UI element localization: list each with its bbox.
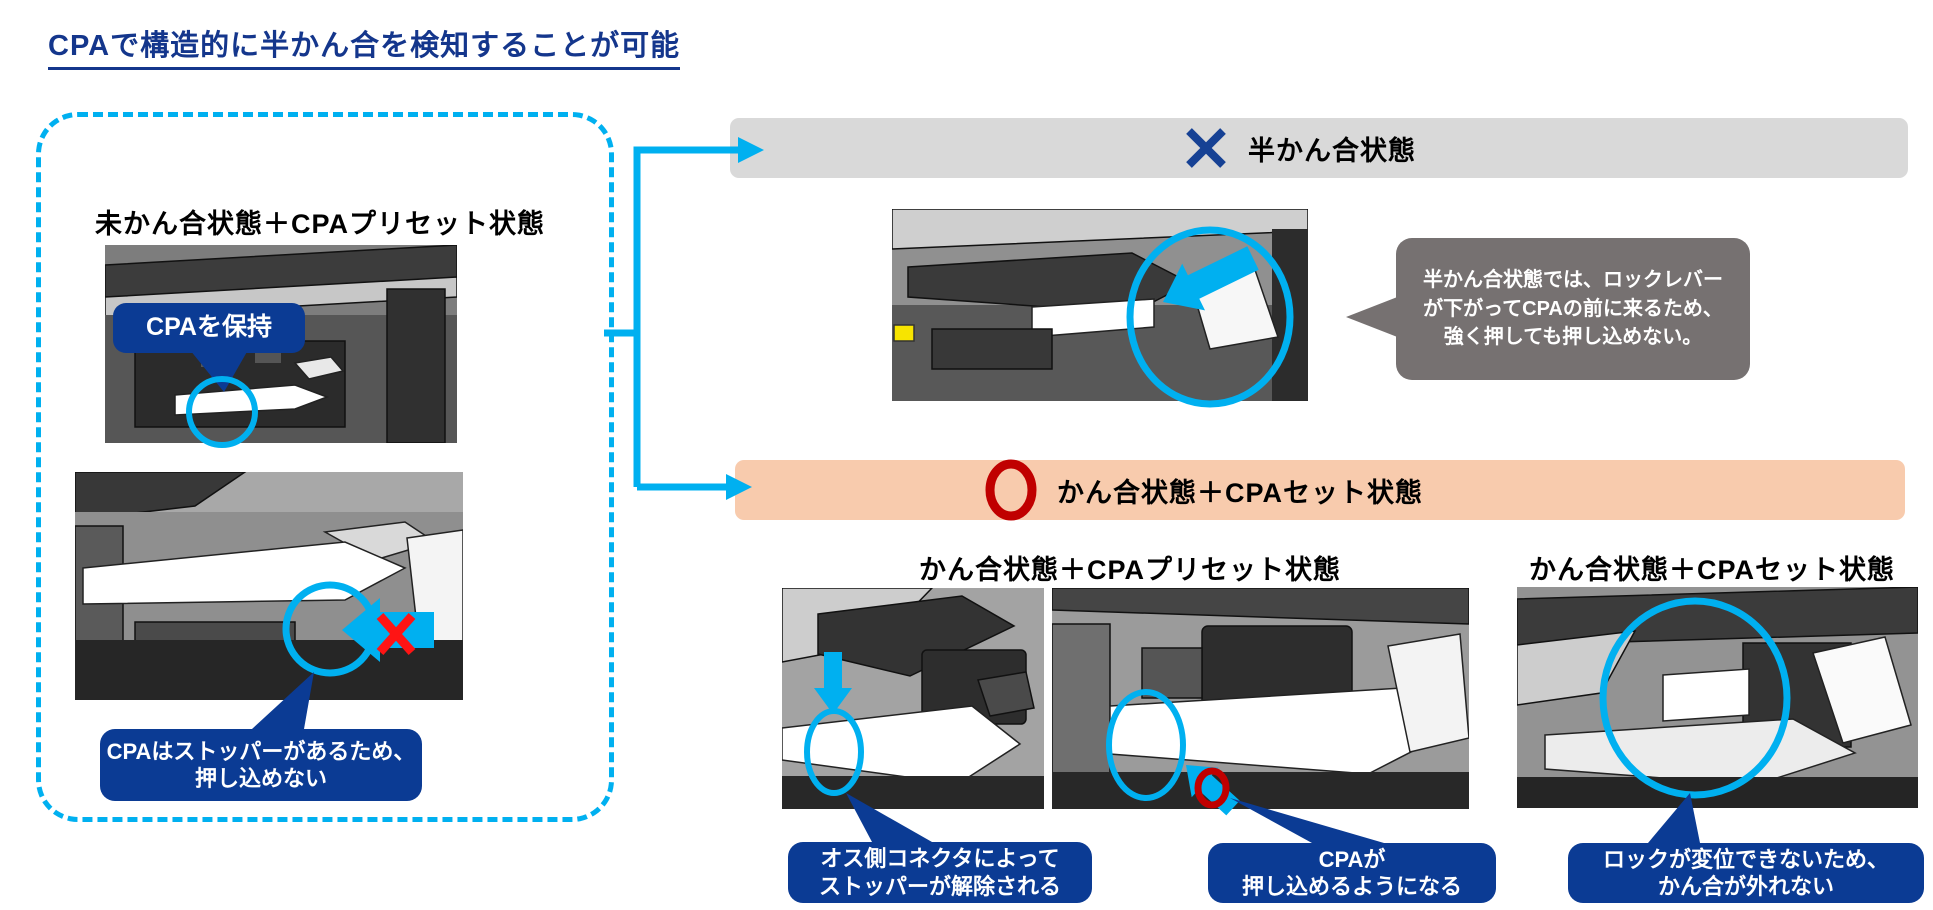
cpa-hold-callout-text: CPAを保持 [146, 313, 272, 342]
stopper-blocked-figure [75, 472, 463, 700]
ok-banner-label: かん合状態＋CPAセット状態 [1057, 477, 1424, 508]
cpa-push-callout: CPAが 押し込めるようになる [1208, 843, 1496, 903]
cpa-stopper-line1: CPAはストッパーがあるため、 [106, 738, 416, 764]
lock-hold-line2: かん合が外れない [1657, 874, 1834, 899]
page-title: CPAで構造的に半かん合を検知することが可能 [48, 22, 681, 70]
cpa-push-line1: CPAが [1318, 846, 1386, 872]
ng-note-callout: 半かん合状態では、ロックレバー が下がってCPAの前に来るため、 強く押しても押… [1396, 238, 1750, 380]
ng-note-line3: 強く押しても押し込めない。 [1443, 326, 1703, 349]
unmated-connector-render [105, 245, 457, 443]
cpa-push-line2: 押し込めるようになる [1241, 874, 1462, 899]
circle-mark-icon [983, 459, 1039, 521]
ng-note-line2: が下がってCPAの前に来るため、 [1423, 297, 1723, 320]
mated-set-heading: かん合状態＋CPAセット状態 [1528, 555, 1895, 585]
ok-banner: かん合状態＋CPAセット状態 [735, 459, 1905, 521]
mated-preset-release-figure [782, 588, 1044, 809]
stopper-release-callout: オス側コネクタによって ストッパーが解除される [788, 842, 1092, 903]
flow-connector-line [604, 146, 738, 491]
mated-set-lock-render [1517, 587, 1918, 808]
stopper-release-line2: ストッパーが解除される [818, 873, 1061, 899]
stopper-release-line1: オス側コネクタによって [820, 846, 1060, 871]
unmated-preset-heading: 未かん合状態＋CPAプリセット状態 [94, 209, 545, 239]
lock-hold-line1: ロックが変位できないため、 [1602, 846, 1889, 872]
cpa-hold-callout: CPAを保持 [113, 303, 305, 353]
ng-banner: 半かん合状態 [730, 118, 1908, 178]
ng-note-pointer [1346, 296, 1400, 338]
x-mark-icon [1182, 124, 1230, 172]
ng-banner-label: 半かん合状態 [1248, 135, 1416, 166]
mated-preset-push-render [1052, 588, 1469, 809]
half-mated-render [892, 209, 1308, 401]
stopper-blocked-render [75, 472, 463, 700]
mated-preset-release-render [782, 588, 1044, 809]
mated-set-lock-figure [1517, 587, 1918, 808]
mated-preset-push-figure [1052, 588, 1469, 809]
ng-note-line1: 半かん合状態では、ロックレバー [1423, 269, 1723, 292]
half-mated-figure [892, 209, 1308, 401]
cpa-yellow-part [893, 324, 915, 342]
lock-hold-callout: ロックが変位できないため、 かん合が外れない [1568, 843, 1924, 903]
mated-preset-heading: かん合状態＋CPAプリセット状態 [918, 555, 1341, 585]
unmated-connector-figure [105, 245, 457, 443]
cpa-stopper-line2: 押し込めない [194, 766, 327, 791]
cpa-stopper-callout: CPAはストッパーがあるため、 押し込めない [100, 729, 422, 801]
